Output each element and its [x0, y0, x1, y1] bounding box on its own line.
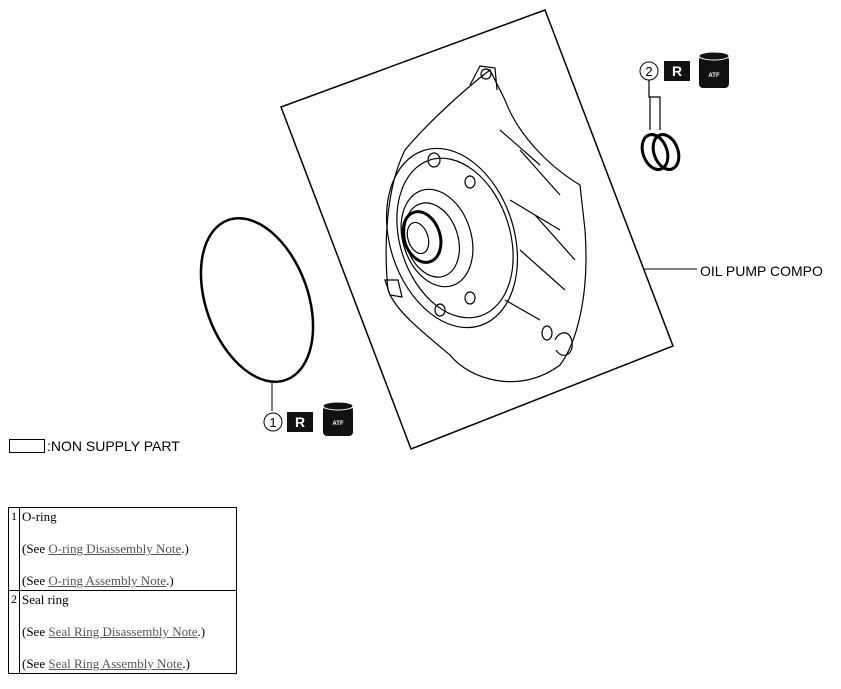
part-number: 1: [8, 507, 20, 591]
legend-swatch: [9, 439, 45, 453]
parts-table: 1 O-ring (See O-ring Disassembly Note.) …: [8, 507, 237, 674]
disassembly-note-line: (See O-ring Disassembly Note.): [22, 541, 189, 556]
oil-pump-frame: [280, 9, 674, 450]
assembly-note-link[interactable]: O-ring Assembly Note: [48, 573, 167, 588]
table-row: 2 Seal ring (See Seal Ring Disassembly N…: [8, 590, 237, 674]
callout-1-number: 1: [269, 415, 276, 430]
part-number: 2: [8, 590, 20, 674]
oil-pump-illustration: [384, 65, 587, 383]
legend-text: :NON SUPPLY PART: [47, 438, 180, 454]
svg-text:ATF: ATF: [332, 421, 344, 427]
part-name: Seal ring: [22, 592, 69, 607]
atf-icon: ATF: [698, 51, 730, 88]
part-description: Seal ring (See Seal Ring Disassembly Not…: [19, 590, 237, 674]
assembly-note-link[interactable]: Seal Ring Assembly Note: [48, 656, 183, 671]
table-row: 1 O-ring (See O-ring Disassembly Note.) …: [8, 507, 237, 591]
callout-2-number: 2: [645, 64, 652, 79]
disassembly-note-link[interactable]: Seal Ring Disassembly Note: [48, 624, 198, 639]
disassembly-note-link[interactable]: O-ring Disassembly Note: [48, 541, 182, 556]
assembly-note-line: (See O-ring Assembly Note.): [22, 573, 174, 588]
part-name: O-ring: [22, 509, 57, 524]
o-ring-illustration: [199, 216, 315, 384]
callout-1-circle: [263, 412, 283, 432]
svg-text:ATF: ATF: [708, 73, 720, 79]
seal-ring-illustration: [640, 133, 681, 171]
replace-badge-1: [287, 412, 313, 432]
atf-icon: ATF: [322, 401, 354, 436]
callout-2-leader: [648, 80, 661, 130]
component-label: OIL PUMP COMPO: [700, 263, 823, 279]
replace-badge-2: [664, 61, 690, 81]
assembly-note-line: (See Seal Ring Assembly Note.): [22, 656, 190, 671]
replace-badge-2-text: R: [672, 63, 682, 79]
exploded-view-diagram: OIL PUMP COMPO 1 R ATF 2 R ATF: [199, 9, 823, 450]
part-description: O-ring (See O-ring Disassembly Note.) (S…: [19, 507, 237, 591]
disassembly-note-line: (See Seal Ring Disassembly Note.): [22, 624, 206, 639]
replace-badge-1-text: R: [295, 414, 305, 430]
legend: :NON SUPPLY PART: [9, 438, 180, 454]
